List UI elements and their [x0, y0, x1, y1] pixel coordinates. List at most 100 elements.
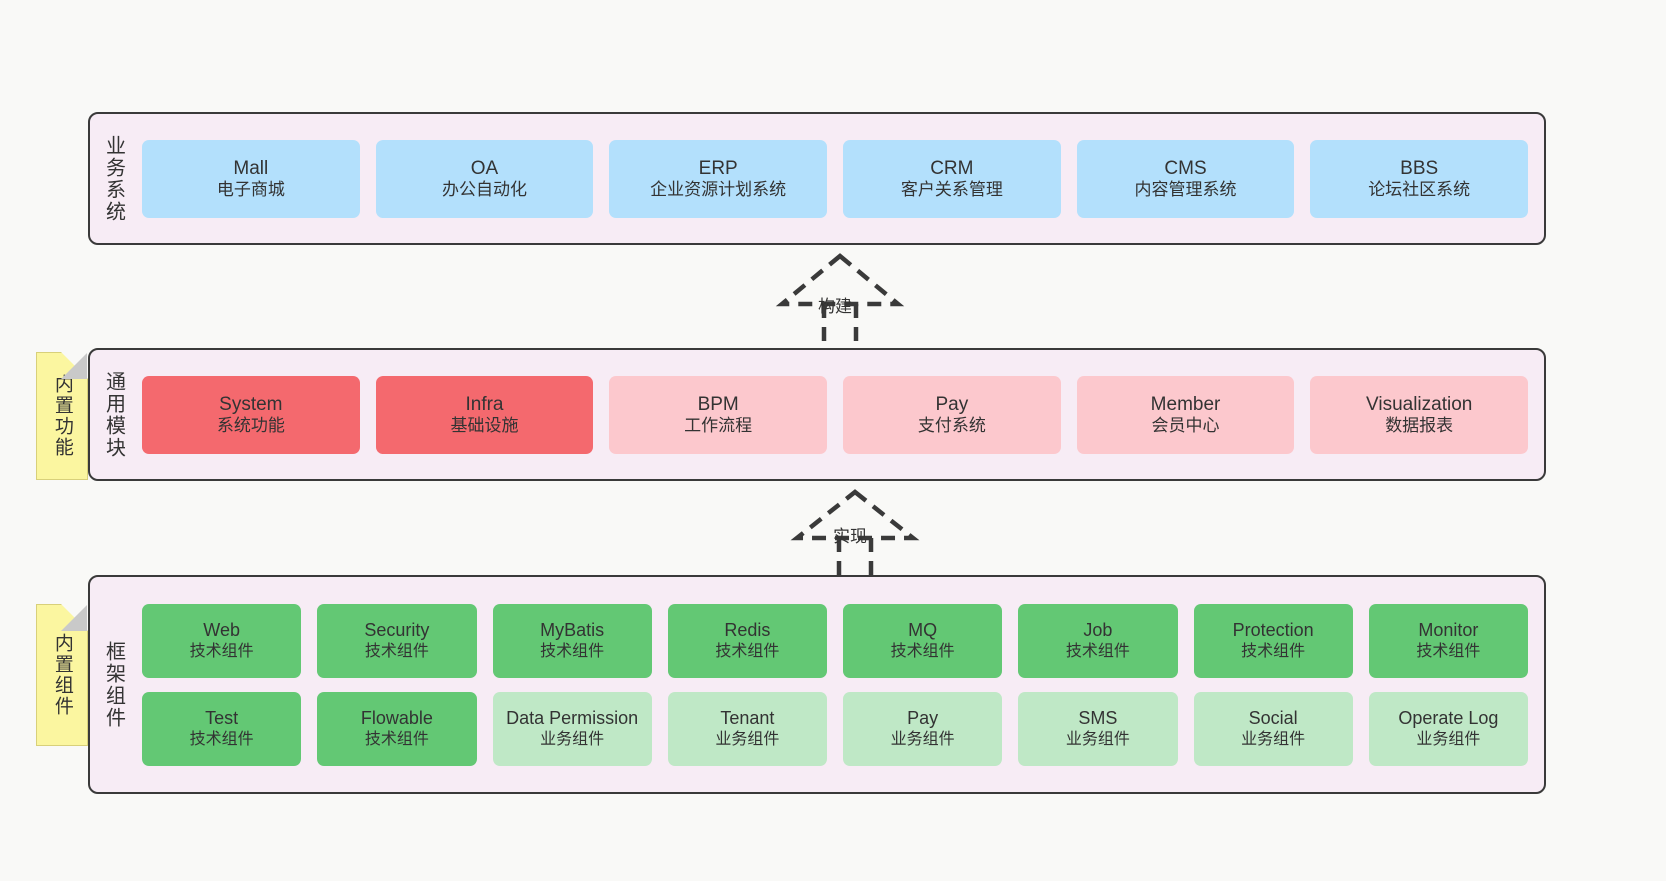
- card-pay-module[interactable]: Pay 支付系统: [843, 375, 1061, 454]
- connector-build-arrow: [775, 253, 905, 348]
- card-pay-module-name: Pay: [935, 393, 969, 415]
- card-bbs-desc: 论坛社区系统: [1368, 179, 1471, 199]
- card-cms-name: CMS: [1164, 157, 1207, 179]
- card-redis-desc: 技术组件: [715, 642, 780, 660]
- framework-card-row-1: Web 技术组件 Security 技术组件 MyBatis 技术组件 Redi…: [136, 603, 1534, 678]
- card-oa-name: OA: [470, 157, 499, 179]
- card-pay-module-desc: 支付系统: [917, 415, 986, 435]
- card-member-desc: 会员中心: [1151, 415, 1220, 435]
- card-tenant[interactable]: Tenant 业务组件: [667, 691, 827, 766]
- card-operate-log[interactable]: Operate Log 业务组件: [1368, 691, 1528, 766]
- layer-business-systems: 业务系统 Mall 电子商城 OA 办公自动化 ERP 企业资源计划系统 CRM…: [88, 112, 1546, 245]
- sticky-note-builtin-component-label: 内置组件: [51, 633, 73, 717]
- card-member-name: Member: [1150, 393, 1221, 415]
- card-tenant-desc: 业务组件: [715, 730, 780, 748]
- card-social[interactable]: Social 业务组件: [1193, 691, 1353, 766]
- card-tenant-name: Tenant: [720, 707, 775, 728]
- card-mybatis-name: MyBatis: [540, 619, 605, 640]
- connector-build: 构建: [750, 252, 930, 348]
- card-mq[interactable]: MQ 技术组件: [843, 603, 1003, 678]
- connector-implement-arrow: [790, 489, 920, 576]
- card-operate-log-desc: 业务组件: [1416, 730, 1481, 748]
- card-monitor[interactable]: Monitor 技术组件: [1368, 603, 1528, 678]
- card-test-name: Test: [205, 707, 239, 728]
- card-visualization-desc: 数据报表: [1385, 415, 1454, 435]
- card-member[interactable]: Member 会员中心: [1076, 375, 1295, 454]
- card-security-desc: 技术组件: [364, 642, 429, 660]
- card-erp[interactable]: ERP 企业资源计划系统: [609, 139, 828, 218]
- layer-common-modules: 通用模块 System 系统功能 Infra 基础设施 BPM 工作流程 Pay…: [88, 348, 1546, 481]
- card-mybatis-desc: 技术组件: [540, 642, 605, 660]
- card-bbs-name: BBS: [1400, 157, 1439, 179]
- card-operate-log-name: Operate Log: [1398, 707, 1499, 728]
- card-security-name: Security: [364, 619, 430, 640]
- card-pay-component[interactable]: Pay 业务组件: [843, 691, 1003, 766]
- card-monitor-name: Monitor: [1418, 619, 1479, 640]
- card-sms-desc: 业务组件: [1065, 730, 1130, 748]
- card-sms[interactable]: SMS 业务组件: [1018, 691, 1178, 766]
- card-monitor-desc: 技术组件: [1416, 642, 1481, 660]
- card-flowable-desc: 技术组件: [364, 730, 429, 748]
- business-card-row: Mall 电子商城 OA 办公自动化 ERP 企业资源计划系统 CRM 客户关系…: [136, 139, 1534, 218]
- card-infra-name: Infra: [465, 393, 504, 415]
- card-flowable[interactable]: Flowable 技术组件: [317, 691, 477, 766]
- card-web-name: Web: [203, 619, 240, 640]
- card-visualization[interactable]: Visualization 数据报表: [1310, 375, 1529, 454]
- card-bpm-desc: 工作流程: [684, 415, 753, 435]
- card-infra-desc: 基础设施: [450, 415, 519, 435]
- card-mall-name: Mall: [233, 157, 269, 179]
- card-oa[interactable]: OA 办公自动化: [375, 139, 594, 218]
- connector-implement: 实现: [765, 488, 945, 576]
- card-infra[interactable]: Infra 基础设施: [375, 375, 594, 454]
- card-protection-name: Protection: [1232, 619, 1314, 640]
- card-data-permission-name: Data Permission: [506, 707, 639, 728]
- card-data-permission[interactable]: Data Permission 业务组件: [492, 691, 652, 766]
- card-protection[interactable]: Protection 技术组件: [1193, 603, 1353, 678]
- card-protection-desc: 技术组件: [1241, 642, 1306, 660]
- layer-common-body: System 系统功能 Infra 基础设施 BPM 工作流程 Pay 支付系统…: [136, 350, 1544, 479]
- card-mybatis[interactable]: MyBatis 技术组件: [492, 603, 652, 678]
- card-crm-name: CRM: [930, 157, 974, 179]
- card-redis-name: Redis: [724, 619, 771, 640]
- connector-build-stem: [821, 304, 859, 348]
- card-test[interactable]: Test 技术组件: [142, 691, 302, 766]
- common-card-row: System 系统功能 Infra 基础设施 BPM 工作流程 Pay 支付系统…: [136, 375, 1534, 454]
- card-pay-component-name: Pay: [907, 707, 939, 728]
- card-mq-name: MQ: [908, 619, 938, 640]
- card-pay-component-desc: 业务组件: [890, 730, 955, 748]
- card-security[interactable]: Security 技术组件: [317, 603, 477, 678]
- layer-framework-body: Web 技术组件 Security 技术组件 MyBatis 技术组件 Redi…: [136, 577, 1544, 792]
- card-job[interactable]: Job 技术组件: [1018, 603, 1178, 678]
- layer-business-title: 业务系统: [102, 134, 125, 223]
- framework-card-row-2: Test 技术组件 Flowable 技术组件 Data Permission …: [136, 691, 1534, 766]
- sticky-note-builtin-function: 内置功能: [36, 352, 88, 480]
- layer-framework-components: 框架组件 Web 技术组件 Security 技术组件 MyBatis 技术组件…: [88, 575, 1546, 794]
- card-crm-desc: 客户关系管理: [900, 179, 1003, 199]
- card-social-name: Social: [1248, 707, 1298, 728]
- sticky-note-builtin-function-label: 内置功能: [51, 374, 73, 458]
- card-bpm-name: BPM: [697, 393, 739, 415]
- card-web[interactable]: Web 技术组件: [142, 603, 302, 678]
- layer-common-title: 通用模块: [102, 370, 125, 459]
- connector-build-label: 构建: [818, 297, 852, 316]
- layer-business-body: Mall 电子商城 OA 办公自动化 ERP 企业资源计划系统 CRM 客户关系…: [136, 114, 1544, 243]
- card-flowable-name: Flowable: [360, 707, 433, 728]
- card-data-permission-desc: 业务组件: [540, 730, 605, 748]
- card-mall[interactable]: Mall 电子商城: [142, 139, 360, 218]
- card-crm[interactable]: CRM 客户关系管理: [843, 139, 1061, 218]
- card-social-desc: 业务组件: [1241, 730, 1306, 748]
- card-cms[interactable]: CMS 内容管理系统: [1076, 139, 1295, 218]
- card-mq-desc: 技术组件: [890, 642, 955, 660]
- card-visualization-name: Visualization: [1366, 393, 1473, 415]
- card-system[interactable]: System 系统功能: [142, 375, 360, 454]
- card-erp-desc: 企业资源计划系统: [650, 179, 787, 199]
- card-web-desc: 技术组件: [189, 642, 254, 660]
- card-oa-desc: 办公自动化: [442, 179, 527, 199]
- card-system-name: System: [219, 393, 283, 415]
- card-bpm[interactable]: BPM 工作流程: [609, 375, 828, 454]
- connector-implement-stem: [836, 538, 874, 576]
- card-bbs[interactable]: BBS 论坛社区系统: [1310, 139, 1529, 218]
- sticky-note-builtin-component: 内置组件: [36, 604, 88, 746]
- card-redis[interactable]: Redis 技术组件: [667, 603, 827, 678]
